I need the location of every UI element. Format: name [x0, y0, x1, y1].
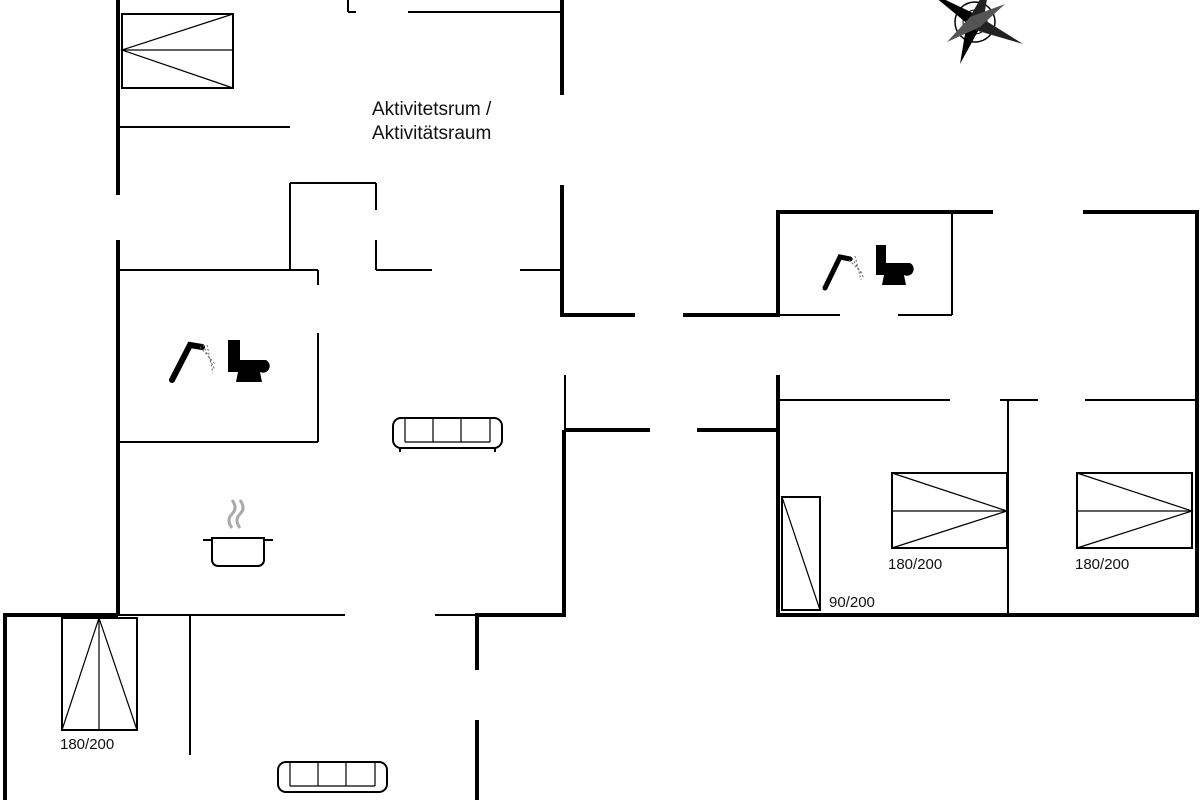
- bed-icon: [891, 472, 1009, 549]
- cooking-pot-icon: [203, 499, 273, 567]
- bed-size-label: 180/200: [60, 736, 115, 753]
- bed-size-label: 180/200: [888, 556, 943, 573]
- sofa-icon: [392, 417, 503, 452]
- shower-icon: [169, 341, 217, 383]
- bed-icon: [1076, 472, 1194, 549]
- bed-icon: [61, 616, 138, 731]
- bed-icon: [120, 13, 234, 89]
- walls: [3, 0, 1199, 800]
- bed-icon: [781, 496, 821, 611]
- room-label-line-2: Aktivitätsraum: [372, 123, 492, 144]
- room-label-activity: Aktivitetsrum / Aktivitätsraum: [372, 98, 491, 146]
- toilet-icon: [228, 340, 270, 382]
- room-label-line-1: Aktivitetsrum /: [372, 99, 492, 120]
- bed-size-label: 90/200: [829, 594, 875, 611]
- bed-size-label: 180/200: [1075, 556, 1130, 573]
- compass-rose-icon: [938, 0, 1023, 64]
- sofa-icon: [277, 761, 388, 793]
- toilet-icon: [876, 245, 914, 285]
- shower-icon: [822, 254, 865, 291]
